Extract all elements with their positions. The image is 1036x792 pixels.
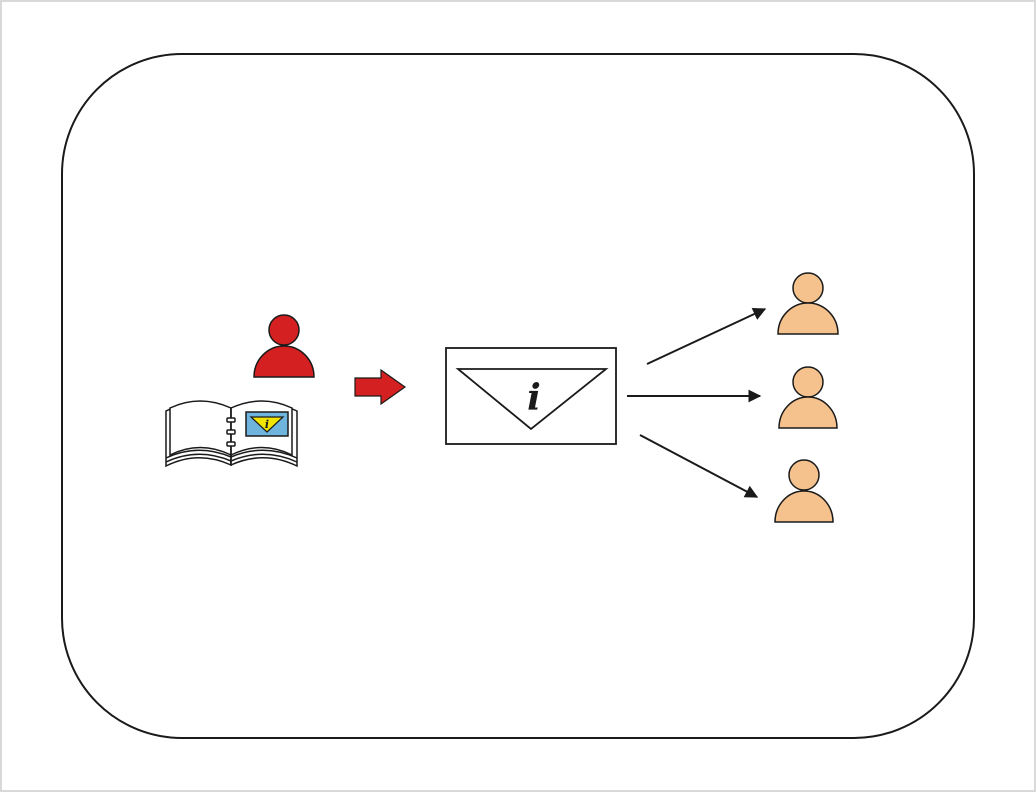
arrow-icon	[639, 434, 759, 498]
frame	[61, 53, 975, 739]
manual-info-envelope-icon: i	[245, 411, 289, 437]
message-info-envelope-icon: i	[445, 347, 617, 445]
author-person-icon	[253, 314, 315, 378]
info-glyph: i	[527, 377, 541, 419]
recipient-person-icon	[777, 272, 839, 335]
red-arrow-right-icon	[354, 368, 407, 406]
recipient-person-icon	[778, 366, 838, 429]
arrow-icon	[646, 308, 767, 365]
recipient-person-icon	[774, 459, 834, 523]
manual-badge-glyph: i	[265, 418, 269, 431]
